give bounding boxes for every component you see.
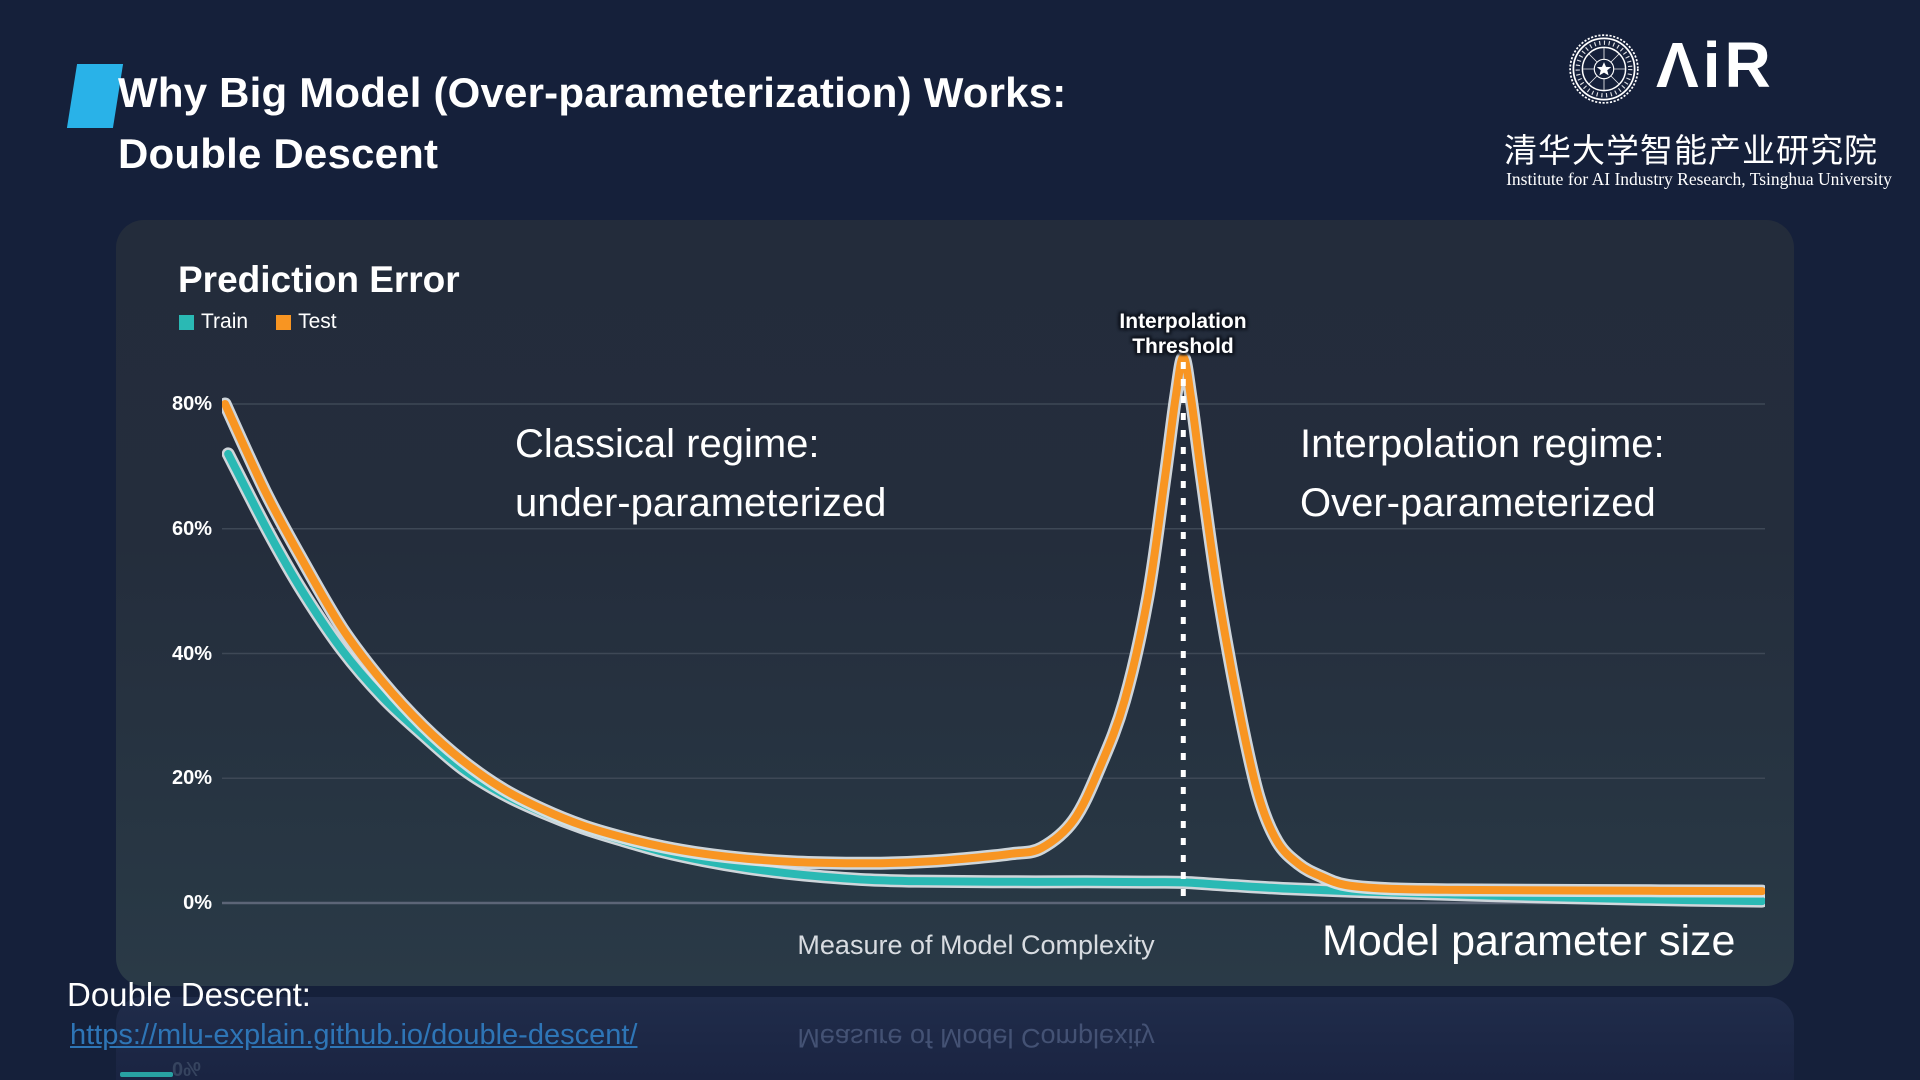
footer-caption: Double Descent: [67, 976, 311, 1013]
train-swatch-icon [179, 314, 194, 330]
title-accent-bar [66, 64, 124, 128]
double-descent-plot [222, 350, 1765, 908]
legend-item-train: Train [179, 310, 248, 334]
interpolation-regime-annotation: Interpolation regime: Over-parameterized [1300, 422, 1665, 525]
slide-title-line2: Double Descent [118, 130, 439, 177]
y-tick-0%: 0% [183, 892, 212, 914]
mirrored-train-curve-fragment [120, 1072, 173, 1077]
legend-label: Train [201, 310, 249, 333]
y-tick-40%: 40% [171, 642, 212, 665]
legend-item-test: Test [276, 310, 337, 334]
mirrored-x-axis-label: Measure of Model Complexity [797, 1023, 1155, 1053]
slide-title: Why Big Model (Over-parameterization) Wo… [118, 62, 1067, 184]
model-parameter-size-label: Model parameter size [1322, 917, 1736, 965]
y-tick-60%: 60% [171, 517, 212, 540]
double-descent-link[interactable]: https://mlu-explain.github.io/double-des… [70, 1019, 638, 1051]
mirrored-zero-tick: 0% [172, 1057, 201, 1079]
legend-label: Test [298, 310, 337, 333]
test-swatch-icon [276, 314, 292, 330]
tsinghua-seal-icon [1569, 34, 1639, 104]
logo-chinese-text: 清华大学智能产业研究院 [1504, 132, 1878, 169]
slide-title-line1: Why Big Model (Over-parameterization) Wo… [118, 69, 1067, 116]
classical-regime-annotation: Classical regime: under-parameterized [515, 422, 887, 525]
interpolation-threshold-label: Interpolation Threshold [1119, 310, 1247, 358]
chart-title: Prediction Error [178, 259, 460, 300]
air-wordmark: ΛiR [1656, 29, 1775, 101]
y-tick-80%: 80% [171, 393, 212, 415]
chart-legend: Train Test [179, 310, 337, 334]
logo-english-text: Institute for AI Industry Research, Tsin… [1506, 169, 1892, 189]
x-axis-label: Measure of Model Complexity [797, 930, 1155, 960]
chart-reflection-strip [116, 997, 1794, 1080]
y-tick-20%: 20% [171, 767, 212, 790]
